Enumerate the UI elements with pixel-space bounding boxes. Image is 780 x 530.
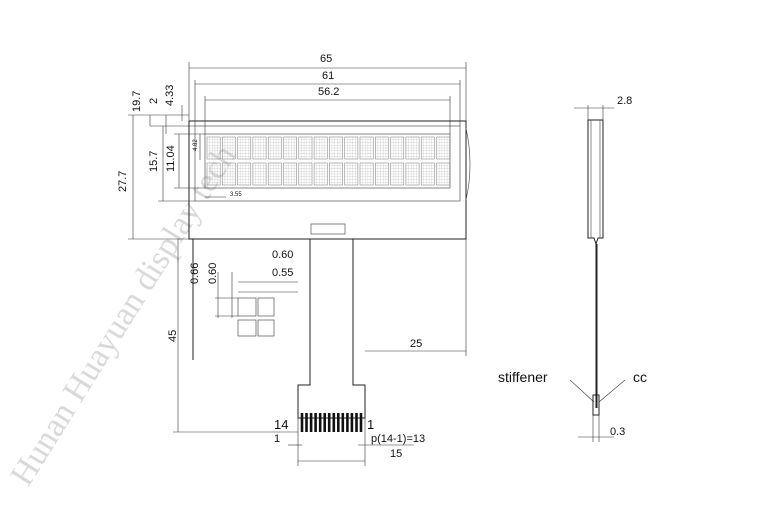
side-view: 2.8 0.3 stiffener cc bbox=[498, 95, 647, 442]
fpc-pin bbox=[332, 413, 336, 432]
fpc-pin bbox=[341, 413, 345, 432]
pin-first-label: 14 bbox=[274, 417, 288, 432]
dim-fpc-length: 45 bbox=[167, 330, 179, 342]
fpc-pin bbox=[355, 413, 358, 432]
dim-dot-w2: 0.55 bbox=[272, 267, 293, 279]
fpc-pins bbox=[300, 413, 363, 432]
dim-offset-2: 2 bbox=[148, 98, 160, 104]
fpc-pin bbox=[300, 413, 304, 432]
dim-dot-h2: 0.60 bbox=[207, 263, 219, 284]
dot-detail bbox=[215, 272, 298, 337]
dim-outline-width: 65 bbox=[320, 53, 332, 65]
side-stiffener bbox=[592, 394, 600, 416]
module-edge-bulge bbox=[465, 127, 471, 201]
fpc-pin bbox=[337, 413, 340, 432]
fpc-pin bbox=[305, 413, 308, 432]
side-thickness: 2.8 bbox=[617, 95, 632, 107]
pin-pitch-formula: p(14-1)=13 bbox=[371, 433, 425, 445]
fpc-pin bbox=[309, 413, 313, 432]
dim-outline-height: 27.7 bbox=[117, 171, 129, 192]
char-cells bbox=[206, 136, 450, 186]
viewing-area bbox=[194, 125, 461, 202]
dim-pin-span: 15 bbox=[390, 448, 402, 460]
dim-offset-433: 4.33 bbox=[164, 85, 176, 106]
dim-top-offset: 19.7 bbox=[131, 91, 143, 112]
fpc-pin bbox=[359, 413, 363, 432]
dim-char-height: 4.82 bbox=[193, 139, 199, 151]
side-body bbox=[587, 119, 604, 246]
side-fpc-thickness: 0.3 bbox=[610, 426, 625, 438]
fpc-pin bbox=[346, 413, 349, 432]
dim-tab-width: 25 bbox=[410, 338, 422, 350]
dim-dot-h1: 0.66 bbox=[189, 263, 201, 284]
dim-dot-w1: 0.60 bbox=[272, 249, 293, 261]
fpc-pin bbox=[318, 413, 322, 432]
dim-viewing-width: 61 bbox=[322, 70, 334, 82]
fpc-pin bbox=[327, 413, 331, 432]
dim-viewing-height: 15.7 bbox=[148, 151, 160, 172]
active-area bbox=[204, 133, 451, 189]
connector-window bbox=[310, 223, 346, 235]
vertical-dimensions bbox=[128, 105, 298, 433]
pin-last-label: 1 bbox=[367, 417, 374, 432]
side-stiffener-label: stiffener bbox=[498, 369, 548, 385]
dim-char-pitch: 3.55 bbox=[230, 192, 242, 198]
fpc-pin bbox=[314, 413, 317, 432]
pin-pitch-label: 1 bbox=[274, 433, 280, 445]
side-cut-label: cc bbox=[633, 369, 647, 385]
dim-active-height: 11.04 bbox=[165, 145, 177, 172]
dim-active-width: 56.2 bbox=[318, 86, 339, 98]
fpc-pin bbox=[350, 413, 354, 432]
horizontal-dimensions bbox=[188, 62, 467, 466]
fpc-pin bbox=[323, 413, 326, 432]
front-view: 65 61 56.2 3.55 25 15 27.7 19.7 2 4.33 1… bbox=[117, 53, 471, 466]
